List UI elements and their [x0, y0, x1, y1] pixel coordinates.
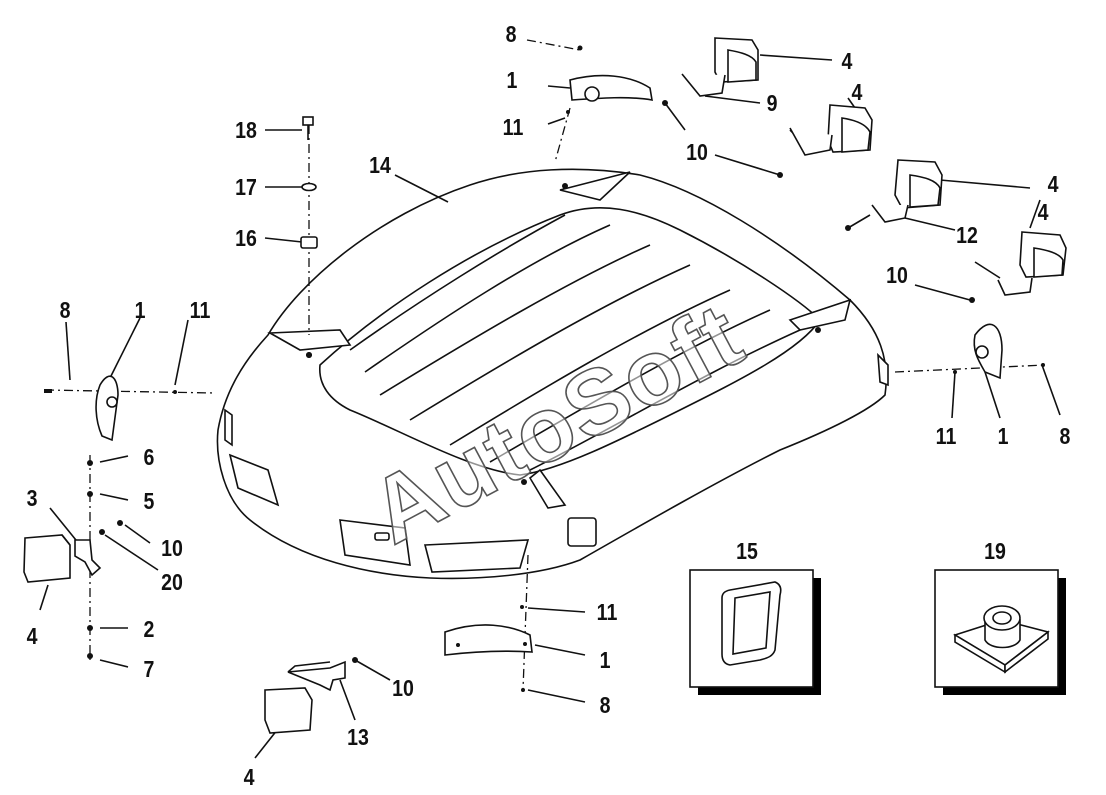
callout-18: 18 — [235, 118, 257, 144]
callout-11-top: 11 — [503, 115, 524, 141]
callout-1-right: 1 — [998, 424, 1009, 450]
callout-17: 17 — [235, 175, 257, 201]
callout-1-left: 1 — [135, 298, 146, 324]
lamp-shield-bottom — [444, 605, 533, 692]
lamp-shield-right — [953, 323, 1045, 380]
callout-4-right-2: 4 — [1038, 200, 1049, 226]
callout-8-top: 8 — [506, 22, 517, 48]
callout-8-left: 8 — [60, 298, 71, 324]
callout-4-right-1: 4 — [1048, 172, 1059, 198]
callout-11-bottom: 11 — [597, 600, 618, 626]
roof-panel — [216, 168, 889, 580]
callout-4-left: 4 — [27, 624, 38, 650]
callout-5: 5 — [144, 489, 155, 515]
callout-1-top: 1 — [507, 68, 518, 94]
work-lamp-right-1 — [845, 159, 943, 231]
callout-10-left: 10 — [161, 536, 183, 562]
callout-14: 14 — [369, 153, 391, 179]
callout-3: 3 — [27, 486, 38, 512]
callout-8-bottom: 8 — [600, 693, 611, 719]
callout-1-bottom: 1 — [600, 648, 611, 674]
work-lamp-bottom — [264, 657, 358, 734]
callout-11-left: 11 — [190, 298, 211, 324]
work-lamp-top-2 — [777, 104, 873, 178]
callout-labels: 8 1 11 4 9 10 4 18 17 16 14 4 12 10 4 8 … — [27, 22, 1071, 791]
callout-4-top-2: 4 — [852, 80, 863, 106]
bolt-stack — [300, 116, 318, 358]
inset-label-19: 19 — [984, 539, 1006, 565]
callout-16: 16 — [235, 226, 257, 252]
callout-20: 20 — [161, 570, 183, 596]
callout-10-top: 10 — [686, 140, 708, 166]
work-lamp-top-1 — [662, 37, 759, 106]
callout-13: 13 — [347, 725, 369, 751]
inset-19 — [934, 569, 1066, 695]
callout-12: 12 — [956, 223, 978, 249]
callout-4-bottom: 4 — [244, 765, 255, 791]
inset-label-15: 15 — [736, 539, 758, 565]
callout-2: 2 — [144, 617, 155, 643]
inset-15 — [689, 569, 821, 695]
lamp-shield-top — [566, 45, 653, 114]
callout-9: 9 — [767, 91, 778, 117]
lamp-shield-left — [44, 375, 177, 442]
callout-11-right: 11 — [936, 424, 957, 450]
work-lamp-right-2 — [969, 231, 1067, 303]
callout-7: 7 — [144, 657, 155, 683]
callout-6: 6 — [144, 445, 155, 471]
callout-4-top-1: 4 — [842, 49, 853, 75]
lamp-assembly-left — [23, 460, 123, 659]
callout-10-bottom: 10 — [392, 676, 414, 702]
callout-10-right: 10 — [886, 263, 908, 289]
callout-8-right: 8 — [1060, 424, 1071, 450]
